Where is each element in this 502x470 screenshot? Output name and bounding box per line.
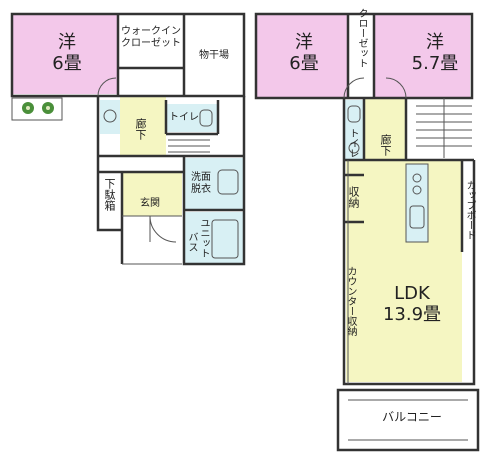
floor2-storage-label: 収納: [347, 186, 360, 208]
floor1-western-room-name: 洋: [58, 32, 76, 53]
floor1-washroom-line1: 洗面: [191, 172, 211, 183]
floor1-bath-fill: [184, 212, 244, 264]
floor1-western-room-size: 6畳: [52, 52, 82, 74]
floor2-ldk-name: LDK: [394, 283, 430, 304]
floor1-unit-bath-line2: バス: [186, 232, 197, 252]
floor1-entrance-label: 玄関: [140, 198, 160, 209]
floor1-western-room-fill: [12, 14, 118, 94]
floor2-corridor-label: 廊下: [379, 134, 392, 156]
floor2-walls: [254, 12, 480, 452]
floor1-corridor-fill: [120, 96, 166, 156]
floor2-corridor-fill: [364, 98, 406, 160]
floor1-sink-fill: [100, 100, 120, 134]
floor1-drying-area-label: 物干場: [199, 50, 229, 61]
floor2-balcony-label: バルコニー: [382, 410, 442, 424]
floor1-entrance-fill: [122, 172, 182, 216]
floor2-western-a-fill: [256, 14, 348, 98]
floor2-toilet-fill: [344, 100, 364, 160]
floor2-western-a-label: 洋 6畳: [284, 32, 324, 74]
floor1-walkin-closet-label: ウォークイン クローゼット: [118, 26, 184, 49]
floor2-counter-storage-label: カウンター収納: [345, 266, 356, 336]
floor1-washroom-label: 洗面 脱衣: [184, 172, 218, 195]
floor1-walls: [10, 12, 246, 266]
floor1-planter: [11, 97, 63, 121]
floor2-kitchen-fill: [406, 164, 428, 242]
floor2-ldk-size: 13.9畳: [382, 303, 442, 325]
floor1-walkin-closet-line1: ウォークイン: [121, 26, 181, 37]
floor1-shoe-box-label: 下駄箱: [103, 178, 116, 211]
floor2-details: [343, 77, 472, 441]
floor1-western-room-label: 洋 6畳: [42, 32, 92, 74]
floor2-toilet-label: トイレ: [347, 128, 358, 158]
floor2-western-a-size: 6畳: [289, 52, 319, 74]
floor1-unit-bath-line1: ユニット: [198, 218, 209, 258]
floor2-closet-label: クローゼット: [356, 8, 367, 68]
floor2-western-b-size: 5.7畳: [411, 52, 459, 74]
floor1-corridor-label: 廊下: [134, 118, 147, 140]
floor1-toilet-fill: [166, 104, 218, 132]
floor2-western-b-name: 洋: [426, 32, 444, 53]
floor1-washroom-line2: 脱衣: [191, 183, 211, 195]
floor2-cupboard-label: カップボード: [464, 180, 475, 240]
floor1-washroom-fill: [184, 158, 244, 210]
floor1-details: [97, 77, 239, 265]
floor2-western-b-label: 洋 5.7畳: [405, 32, 465, 74]
floor2-western-b-fill: [374, 14, 470, 98]
floor2-ldk-fill: [346, 160, 462, 382]
floor2-western-a-name: 洋: [295, 32, 313, 53]
floor1-unit-bath-label: ユニット バス: [186, 218, 209, 258]
floor1-walkin-closet-line2: クローゼット: [121, 37, 181, 49]
floor1-toilet-label: トイレ: [169, 112, 199, 123]
floor2-ldk-label: LDK 13.9畳: [372, 283, 452, 325]
